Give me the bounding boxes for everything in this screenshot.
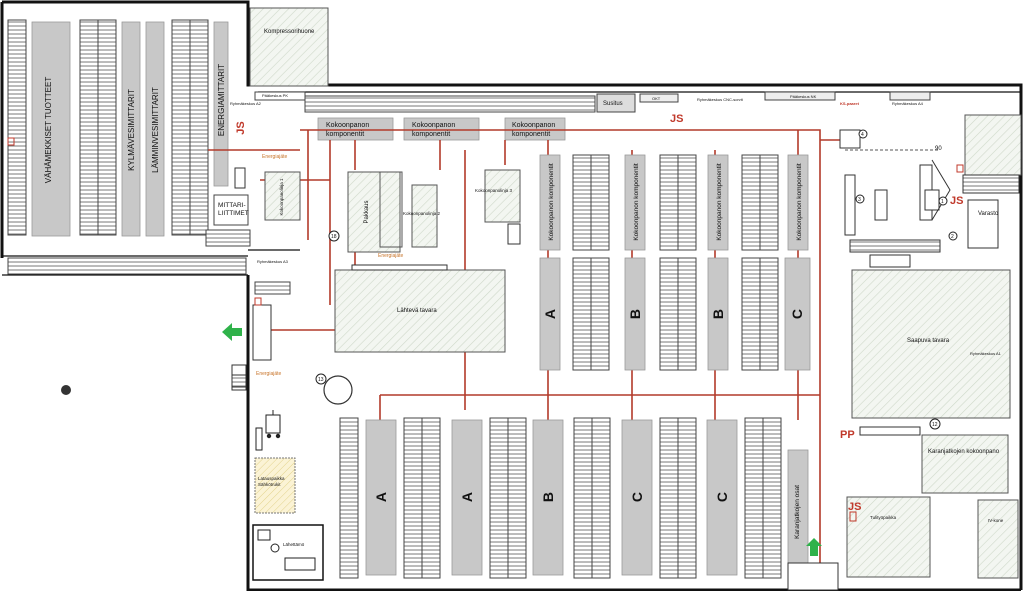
label-mittari-2: LIITTIMET: [218, 210, 249, 217]
saapuva-area: [851, 269, 1011, 419]
desk-icon: [257, 529, 316, 571]
svg-text:Kokoonpanon komponentit: Kokoonpanon komponentit: [716, 163, 723, 241]
label-okt: OKT: [652, 96, 661, 101]
kokoonpano-komp-box-3: [504, 117, 566, 141]
label-saapuva: Saapuva tavara: [907, 338, 950, 344]
svg-text:B: B: [540, 492, 556, 502]
label-kk-1a: Kokoonpanon: [326, 122, 369, 129]
label-varasto: Varasto: [978, 211, 999, 217]
label-kk-2a: Kokoonpanon: [412, 122, 455, 129]
svg-text:Kokoonpanon komponentit: Kokoonpanon komponentit: [796, 163, 803, 241]
label-rk-a1: Ryhmäkeskus A1: [970, 351, 1002, 356]
pp-mark: PP: [840, 429, 855, 441]
svg-text:Kokoonpanon komponentit: Kokoonpanon komponentit: [633, 163, 640, 241]
svg-text:1: 1: [941, 199, 944, 205]
label-paakeskus-nk: Pääkeskus NK: [790, 94, 817, 99]
label-rk-a4: Ryhmäkeskus A4: [892, 101, 924, 106]
label-karanjatko-kp: Karanjatkojen kokoonpano: [928, 449, 1000, 455]
label-mittari-1: MITTARI-: [218, 202, 246, 209]
kokoonpano-komp-box-2: [403, 117, 480, 141]
smoke-detector-icon: [61, 385, 71, 395]
rack-letters-bottom: A A B C C: [373, 492, 730, 502]
label-energia: ENERGIAMITTARIT: [217, 64, 226, 136]
top-rack-block: [539, 154, 811, 371]
svg-text:C: C: [714, 492, 730, 502]
js-mark-3: JS: [950, 195, 963, 207]
kompressori-room: [249, 7, 329, 87]
svg-text:2: 2: [951, 234, 954, 240]
electrical-cabinets: [254, 91, 931, 113]
fire-extinguisher-icon: [7, 137, 964, 522]
label-rk-a3: Ryhmäkeskus A3: [257, 259, 289, 264]
label-vahamekkiset: VÄHÄMEKKISET TUOTTEET: [44, 77, 53, 184]
svg-text:A: A: [373, 492, 389, 502]
exit-arrow-icon: [806, 538, 822, 556]
left-rack-area: [7, 19, 291, 295]
label-lataus-1: Latauspaikka: [258, 476, 285, 481]
rack-letters-top: A B B C: [542, 309, 805, 319]
label-iv-kone: IV-kone: [988, 518, 1004, 523]
js-mark-1: JS: [235, 121, 247, 134]
label-lataus-2: Sähkötrukit: [258, 482, 281, 487]
label-energiajate-2: Energiajäte: [378, 253, 404, 259]
rotated-labels-left: VÄHÄMEKKISET TUOTTEET KYLMÄVESIMITTARIT …: [44, 64, 226, 183]
kokoonpanolinja-1-area: [264, 171, 301, 221]
label-paakeskus: Pääkeskus PK: [262, 93, 288, 98]
svg-text:3: 3: [858, 197, 861, 203]
label-kk-3a: Kokoonpanon: [512, 122, 555, 129]
circled-numbers: 18 13 12 1 2 3 4 90: [315, 129, 958, 430]
karanjatko-kokoonpano-area: [921, 434, 1009, 494]
label-kk-3b: komponentit: [512, 131, 550, 138]
lahteva-area: [334, 269, 506, 353]
label-linja-2: Kokoonpanolinja 2: [403, 211, 441, 216]
svg-text:C: C: [629, 492, 645, 502]
label-kylmavesi: KYLMÄVESIMITTARIT: [127, 89, 136, 171]
svg-text:C: C: [789, 309, 805, 319]
label-pakkaus: Pakkaus: [364, 200, 370, 223]
label-tulityo: Tulityöpaikka: [870, 515, 897, 520]
svg-text:18: 18: [331, 234, 337, 240]
svg-text:12: 12: [932, 422, 938, 428]
label-karanjatko-osat: Karanjatkojen osat: [794, 485, 801, 539]
label-kompressori: Kompressorihuone: [264, 29, 315, 35]
label-ks: KS-paaret: [840, 101, 860, 106]
svg-text:90: 90: [935, 146, 942, 152]
svg-text:B: B: [710, 309, 726, 319]
js-mark-4: JS: [848, 501, 861, 513]
right-machinery: [839, 129, 1020, 436]
svg-text:A: A: [459, 492, 475, 502]
label-lahteva: Lähtevä tavara: [397, 308, 437, 314]
vertical-kk-labels: Kokoonpanon komponentit Kokoonpanon komp…: [548, 163, 803, 241]
label-susitus: Susitus: [603, 101, 623, 107]
varasto-room: [967, 199, 999, 249]
tulityo-area: [846, 496, 931, 578]
label-linja-1: Kokoonpanolinja 1: [279, 178, 284, 216]
kokoonpanolinja-3-area: [484, 169, 521, 223]
svg-text:A: A: [542, 309, 558, 319]
pakkaus-area: [347, 171, 401, 253]
svg-text:4: 4: [861, 132, 864, 138]
label-kk-2b: komponentit: [412, 131, 450, 138]
label-energiajate-1: Energiajäte: [262, 154, 288, 160]
iv-kone-area: [977, 499, 1019, 579]
bottom-rack-block: [339, 417, 809, 579]
exit-arrow-icon: [222, 323, 242, 341]
forklift-icon: [265, 410, 281, 439]
label-linja-3: Kokoonpanolinja 3: [475, 188, 513, 193]
svg-text:B: B: [627, 309, 643, 319]
label-lahettamo: Lähettämö: [283, 542, 305, 547]
label-lamminvesi: LÄMMINVESIMITTARIT: [151, 87, 160, 173]
label-rk-cnc: Ryhmäkeskus CNC-sorvit: [697, 97, 744, 102]
latauspaikka-area: [254, 457, 296, 514]
label-rk-a2: Ryhmäkeskus A2: [230, 101, 262, 106]
kokoonpanolinja-2-area: [411, 184, 438, 248]
js-mark-2: JS: [670, 113, 683, 125]
svg-text:Kokoonpanon komponentit: Kokoonpanon komponentit: [548, 163, 555, 241]
label-kk-1b: komponentit: [326, 131, 364, 138]
svg-text:13: 13: [318, 377, 324, 383]
right-top-area: [964, 114, 1022, 176]
label-energiajate-3: Energiajäte: [256, 371, 282, 377]
